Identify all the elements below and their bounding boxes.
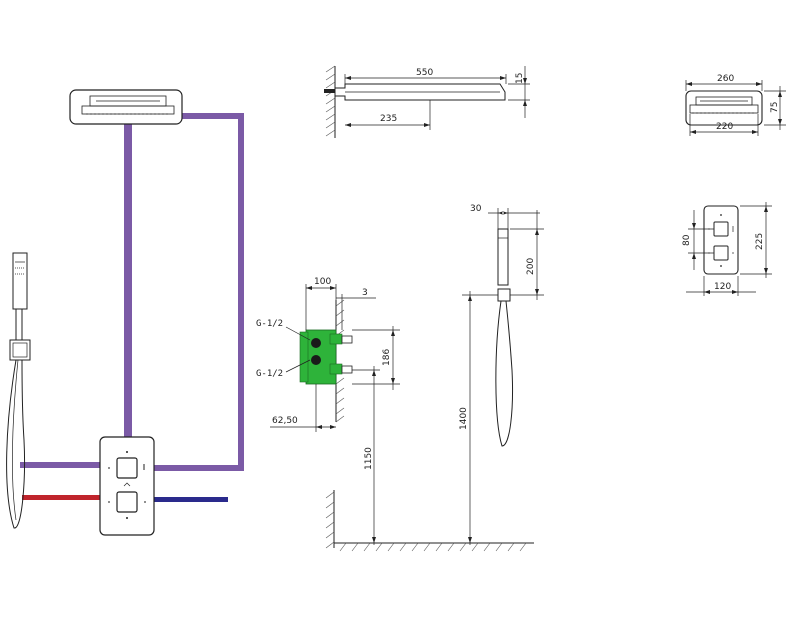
dim-hand-mount-height: 1400 (459, 407, 469, 430)
hot-water-pipe (22, 495, 106, 500)
hand-shower-side-view: 30 200 1400 (459, 204, 544, 545)
overhead-side-view: 550 235 15 (324, 65, 530, 138)
dim-overhead-arm: 235 (380, 114, 397, 124)
dim-overhead-length: 550 (416, 68, 433, 78)
dim-hand-width: 30 (470, 204, 482, 214)
cover-plate-front-view: 80 225 120 (682, 202, 772, 296)
dim-hand-length: 200 (526, 258, 536, 275)
cold-water-pipe (154, 497, 228, 502)
dim-valve-height: 186 (382, 349, 392, 366)
inlet-label-top: G-1/2 (256, 319, 283, 329)
valve-cover-plate (99, 436, 155, 536)
dim-overhead-thickness: 15 (515, 73, 525, 84)
overhead-top-view: 260 220 75 (685, 74, 786, 136)
dim-plate-height: 225 (755, 233, 765, 250)
dim-top-depth: 75 (770, 102, 780, 113)
valve-side-section: G-1/2 G-1/2 100 3 186 62,50 1150 (256, 277, 400, 545)
dim-plate-width: 120 (714, 282, 731, 292)
dim-valve-mount-height: 1150 (364, 447, 374, 470)
dim-valve-center: 62,50 (272, 416, 298, 426)
inlet-label-bottom: G-1/2 (256, 369, 283, 379)
purple-pipe (20, 113, 244, 471)
floor-and-wall (325, 490, 534, 552)
dim-valve-offset: 3 (362, 288, 368, 298)
dim-plate-knob-spacing: 80 (682, 234, 692, 246)
dim-valve-depth: 100 (314, 277, 331, 287)
dim-top-inner: 220 (716, 122, 733, 132)
dim-top-width: 260 (717, 74, 734, 84)
installation-schematic (6, 89, 244, 536)
overhead-shower-head (69, 89, 183, 125)
hand-shower (6, 252, 31, 529)
